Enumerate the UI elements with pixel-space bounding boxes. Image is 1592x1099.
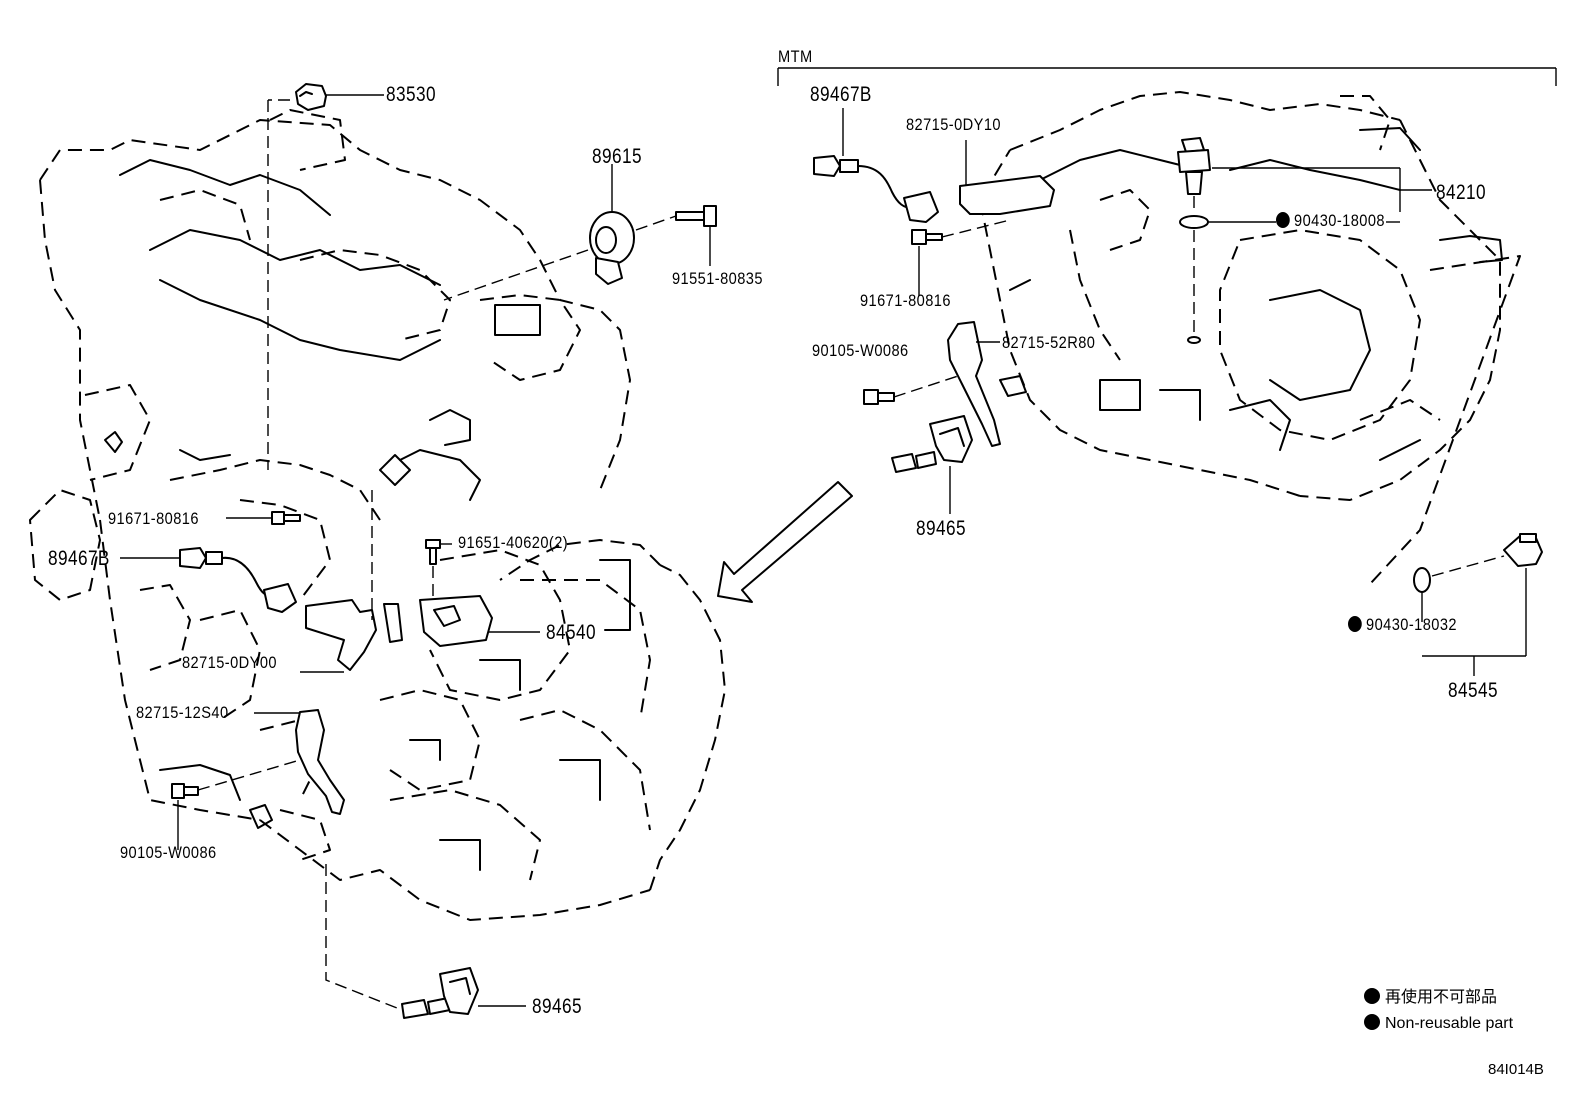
left-bolt-and-speed-sensor: [120, 511, 301, 613]
legend-dot: [1364, 1014, 1380, 1030]
non-reusable-mark: [1348, 616, 1362, 632]
idler-pulley-part: [443, 164, 717, 301]
part-number-82715-0dy00[interactable]: 82715-0DY00: [182, 653, 277, 672]
part-number-91671-80816-right[interactable]: 91671-80816: [860, 291, 951, 310]
legend-english: Non-reusable part: [1364, 1014, 1513, 1032]
oil-pressure-switch-part: [267, 83, 384, 470]
part-number-90430-18032[interactable]: 90430-18032: [1348, 616, 1457, 633]
part-number-90430-18032-text: 90430-18032: [1366, 615, 1457, 634]
switch-84545-assembly: [1413, 533, 1543, 676]
legend-japanese-text: 再使用不可部品: [1385, 989, 1498, 1006]
part-number-89467b-left[interactable]: 89467B: [48, 547, 110, 570]
part-number-90430-18008-text: 90430-18008: [1294, 211, 1385, 230]
diagram-code: 84I014B: [1488, 1061, 1544, 1078]
legend-dot: [1364, 988, 1380, 1004]
part-number-82715-0dy10[interactable]: 82715-0DY10: [906, 115, 1001, 134]
neutral-switch-part: [419, 539, 540, 647]
part-number-90105-w0086-right[interactable]: 90105-W0086: [812, 341, 909, 360]
part-number-89615[interactable]: 89615: [592, 145, 642, 168]
transmission-case-drawing: [979, 91, 1521, 585]
mtm-group-label: MTM: [778, 47, 813, 66]
right-speed-sensor-assembly: [813, 108, 1055, 296]
part-number-89465-left[interactable]: 89465: [532, 995, 582, 1018]
part-number-82715-12s40[interactable]: 82715-12S40: [136, 703, 229, 722]
part-number-83530[interactable]: 83530: [386, 83, 436, 106]
left-89465-sensor: [325, 864, 526, 1019]
part-number-91651-40620[interactable]: 91651-40620(2): [458, 533, 569, 552]
part-number-89467b-right[interactable]: 89467B: [810, 83, 872, 106]
part-number-89465-right[interactable]: 89465: [916, 517, 966, 540]
part-number-90105-w0086-left[interactable]: 90105-W0086: [120, 843, 217, 862]
legend-japanese: 再使用不可部品: [1364, 988, 1497, 1006]
direction-arrow: [717, 481, 853, 603]
part-number-91671-80816-left[interactable]: 91671-80816: [108, 509, 199, 528]
bracket-12s40-part: [171, 709, 345, 850]
part-number-84540[interactable]: 84540: [546, 621, 596, 644]
part-number-90430-18008[interactable]: 90430-18008: [1276, 212, 1385, 229]
part-number-82715-52r80[interactable]: 82715-52R80: [1002, 333, 1096, 352]
part-number-84545[interactable]: 84545: [1448, 679, 1498, 702]
non-reusable-mark: [1276, 212, 1290, 228]
part-number-84210[interactable]: 84210: [1436, 181, 1486, 204]
right-89465-sensor-assembly: [863, 321, 1001, 514]
legend-english-text: Non-reusable part: [1385, 1015, 1514, 1032]
engine-block-drawing: [29, 109, 726, 921]
part-number-91551-80835[interactable]: 91551-80835: [672, 269, 763, 288]
bracket-0dy00-part: [300, 490, 403, 673]
mtm-bracket-line: [777, 67, 1557, 86]
back-up-light-switch-assembly: [1177, 137, 1432, 344]
